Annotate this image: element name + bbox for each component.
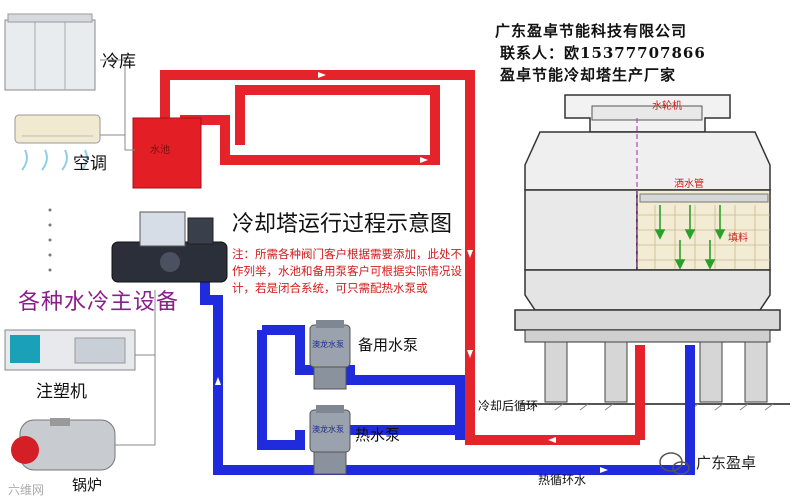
diagram-title: 冷却塔运行过程示意图 [232,212,453,237]
water-tank [132,117,202,189]
hot-pump-nameplate: 澳龙水泵 [312,425,344,434]
chiller-unit-icon [111,211,228,283]
hot-pump-icon [309,405,351,475]
pipe-flow-arrows [215,72,608,473]
company-contact: 联系人：欧15377707866 [500,44,706,62]
label-injection-molding: 注塑机 [36,382,87,402]
label-air-conditioner: 空调 [73,154,107,174]
label-after-cooling: 冷却后循环 [478,399,539,413]
label-water-wheel: 水轮机 [652,101,682,112]
diagram-note: 注：所需各种阀门客户根据需要添加，此处不作列举，水池和备用泵客户可根据实际情况设… [232,247,462,295]
label-standby-pump: 备用水泵 [358,336,419,354]
company-name: 广东盈卓节能科技有限公司 [495,22,688,40]
air-conditioner-icon [14,114,101,171]
boiler-icon [11,418,116,471]
cooling-tower [514,94,790,411]
label-spray-pipe: 洒水管 [674,179,704,190]
green-flow-arrows [654,205,726,270]
label-boiler: 锅炉 [72,476,103,494]
connection-dots [48,208,52,272]
watermark-corner: 六维网 [8,483,45,497]
cold-storage-icon [4,13,96,91]
label-hot-circulation: 热循环水 [538,473,587,487]
standby-pump-nameplate: 澳龙水泵 [312,340,344,349]
company-slogan: 盈卓节能冷却塔生产厂家 [500,66,677,84]
label-main-equipment: 各种水冷主设备 [18,290,180,315]
standby-pump-icon [309,320,351,390]
label-water-tank: 水池 [150,145,170,156]
watermark-brand: 广东盈卓 [696,454,757,472]
injection-molding-icon [4,329,136,371]
label-fill: 填料 [728,233,748,244]
label-cold-storage: 冷库 [102,52,136,72]
wechat-icon [659,452,690,475]
equipment-connectors [100,59,156,446]
label-hot-pump: 热水泵 [355,426,401,444]
